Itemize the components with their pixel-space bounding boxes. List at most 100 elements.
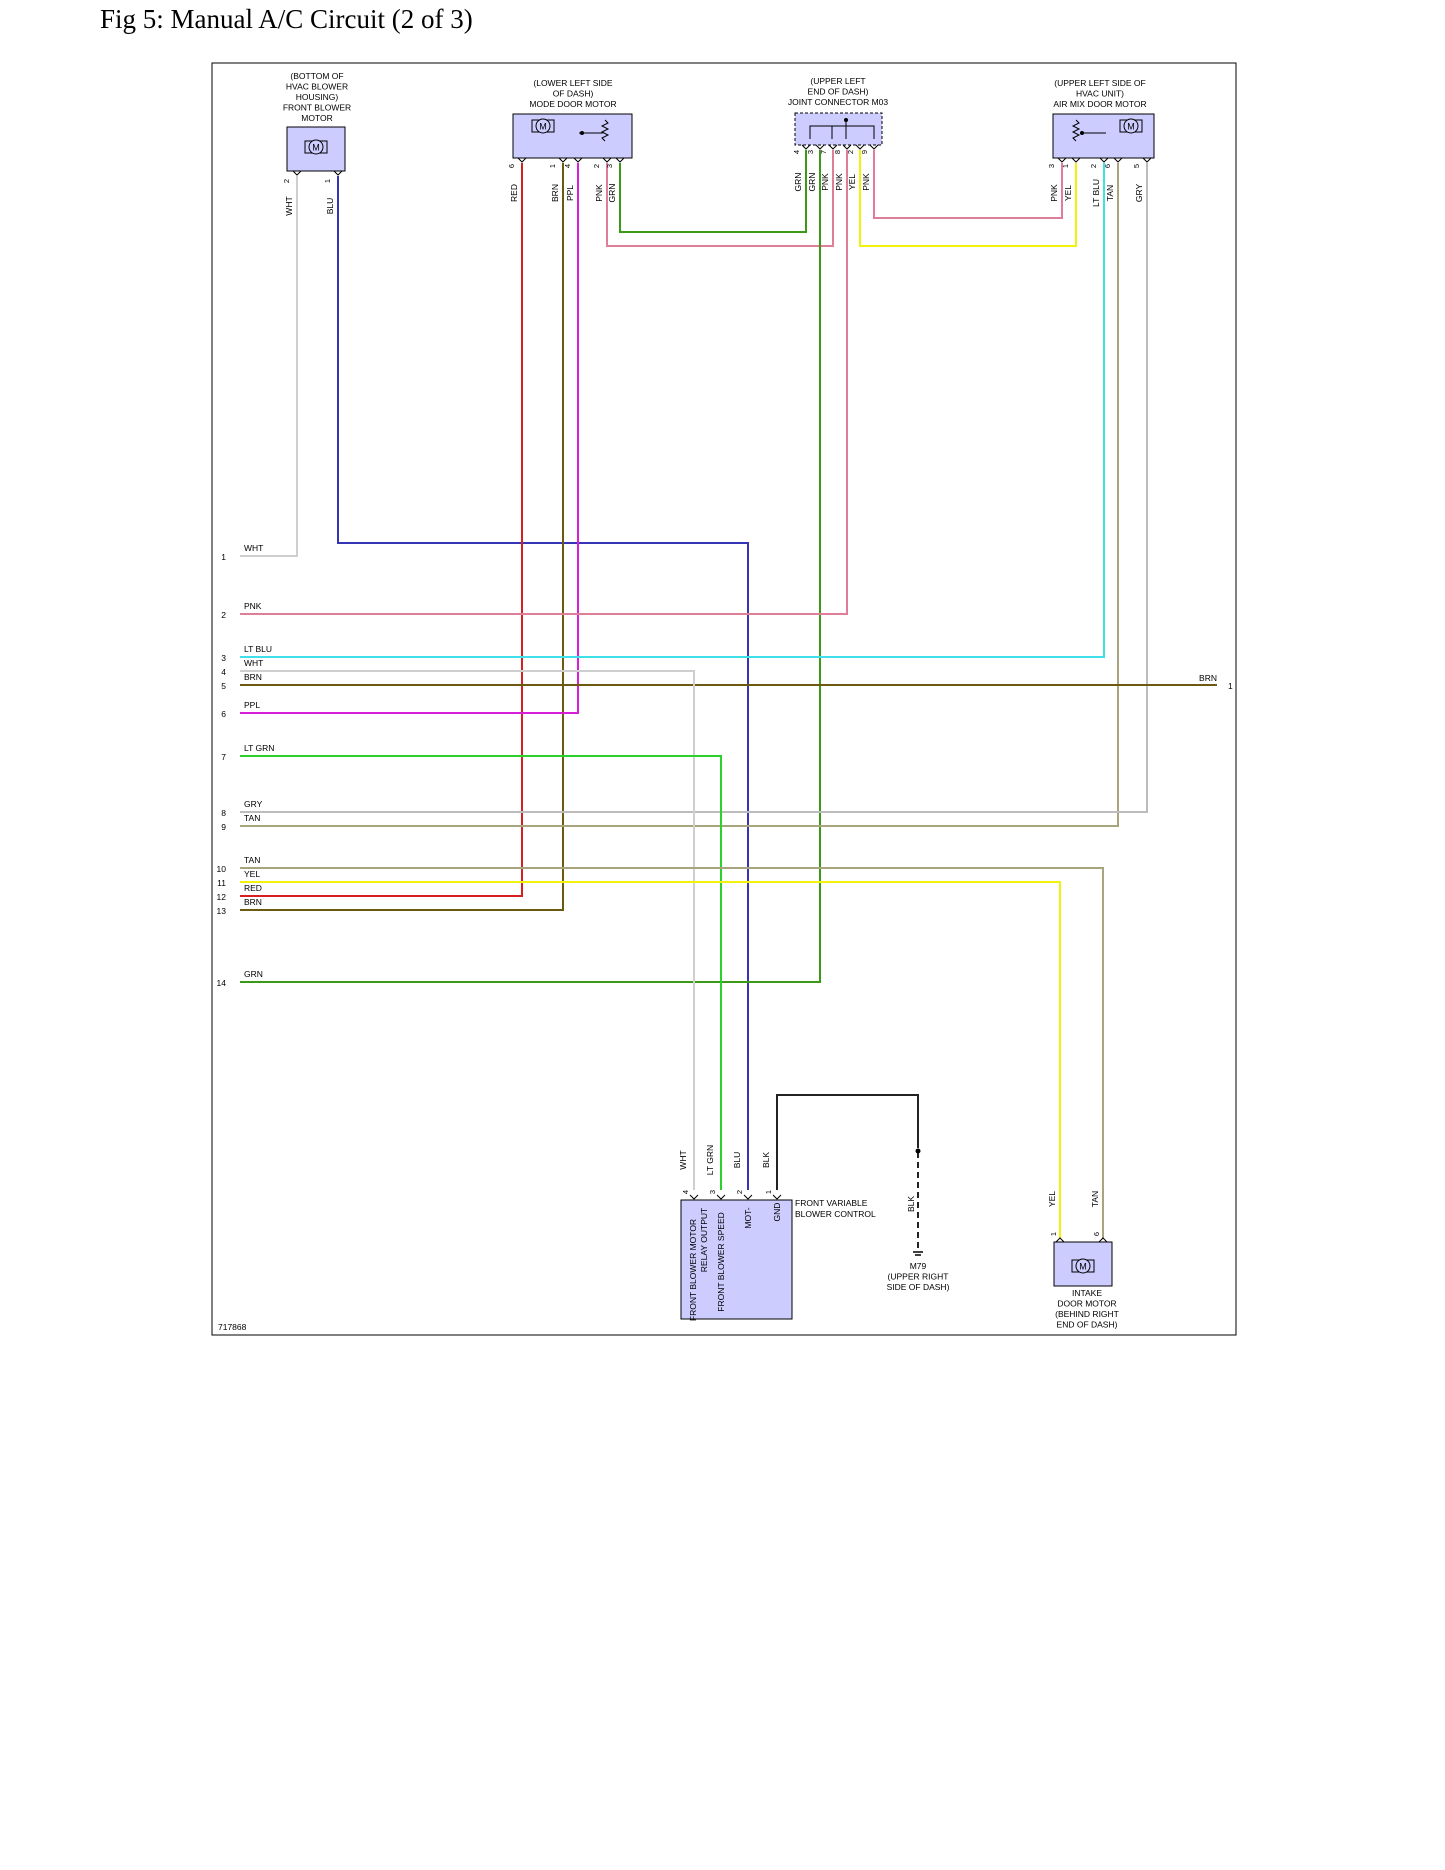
front-blower-motor-label: HOUSING) (296, 92, 339, 102)
wire-pnk-mode (606, 150, 834, 247)
left-connector-wire-label: BRN (244, 897, 262, 907)
motor-letter: M (1079, 1262, 1087, 1272)
wire-tan-pin10 (240, 867, 1104, 1238)
intake-door-motor-wire-label: TAN (1090, 1191, 1100, 1207)
blower-control-wire-label: BLK (761, 1152, 771, 1168)
mode-door-motor-wire-label: BRN (550, 184, 560, 202)
wire-ppl-pin6 (240, 163, 579, 714)
blower-control-pin (689, 1194, 699, 1200)
left-connector-pin-number: 5 (221, 681, 226, 691)
mode-door-motor-wire-label: PPL (565, 185, 575, 201)
left-connector-wire-label: LT GRN (244, 743, 274, 753)
motor-icon (1123, 118, 1139, 134)
left-connector-pin-number: 14 (217, 978, 227, 988)
front-blower-motor-label: MOTOR (301, 113, 332, 123)
air-mix-door-motor-pin (1071, 157, 1081, 163)
wire-grn-mode (619, 150, 807, 233)
joint-connector-label: END OF DASH) (808, 87, 869, 97)
wires (240, 150, 1217, 1249)
joint-connector-wire-label: YEL (847, 174, 857, 190)
mode-door-motor-wire-label: GRN (607, 184, 617, 203)
wire-ltblu-pin3 (240, 163, 1105, 658)
motor-icon (1075, 1258, 1091, 1274)
joint-connector-wire-label: GRN (793, 173, 803, 192)
mode-door-motor-pin (602, 157, 612, 163)
mode-door-motor-pin (573, 157, 583, 163)
air-mix-door-motor-resistor (1071, 119, 1081, 142)
mode-door-motor-symbol: M (531, 118, 555, 134)
left-connector-pin-number: 4 (221, 667, 226, 677)
wire-gry-pin8 (240, 163, 1148, 813)
wire-grn-pin14 (240, 150, 821, 983)
left-connector-pin-number: 3 (221, 653, 226, 663)
ground-label: SIDE OF DASH) (887, 1282, 950, 1292)
motor-icon (308, 139, 324, 155)
left-connector-wire-label: TAN (244, 855, 260, 865)
wire-pnk-pin2 (240, 150, 848, 615)
intake-door-motor-label: INTAKE (1072, 1288, 1102, 1298)
wire-yel-airmix (859, 150, 1077, 247)
mode-door-motor-wire-label: RED (509, 184, 519, 202)
air-mix-door-motor-wire-label: YEL (1063, 185, 1073, 201)
blower-control-pin-number: 1 (764, 1190, 773, 1194)
wire-wht-pin4 (240, 670, 695, 1190)
air-mix-door-motor-pin-number: 2 (1089, 164, 1098, 168)
joint-connector-wire-label: PNK (861, 173, 871, 191)
left-connector-pin-number: 11 (217, 878, 226, 888)
mode-door-motor-pin (558, 157, 568, 163)
front-blower-motor-pin-number: 2 (282, 179, 291, 183)
left-connector-wire-label: GRN (244, 969, 263, 979)
blower-control-pin-number: 3 (708, 1190, 717, 1194)
left-connector-wire-label: PPL (244, 700, 260, 710)
mode-door-motor-wire-label: PNK (594, 184, 604, 202)
air-mix-door-motor-pin-number: 3 (1047, 164, 1056, 168)
right-connector-wire-label: BRN (1199, 673, 1217, 683)
air-mix-door-motor-label: AIR MIX DOOR MOTOR (1053, 99, 1146, 109)
air-mix-door-motor-symbol: M (1119, 118, 1143, 134)
mode-door-motor-resistor (600, 119, 610, 142)
mode-door-motor-label: MODE DOOR MOTOR (529, 99, 616, 109)
joint-connector-node (844, 118, 848, 122)
joint-connector-bus (809, 125, 875, 139)
wire-brn-pin13 (240, 163, 564, 911)
blower-control-label: FRONT VARIABLE (795, 1198, 868, 1208)
front-blower-motor-wire-label: BLU (325, 198, 335, 215)
blower-control-box (680, 1199, 793, 1320)
front-blower-motor-label: HVAC BLOWER (286, 82, 348, 92)
left-connector-pin-number: 2 (221, 610, 226, 620)
air-mix-door-motor-pin-number: 6 (1103, 164, 1112, 168)
joint-connector-pin (855, 144, 865, 150)
left-connector-wire-label: BRN (244, 672, 262, 682)
blower-control-wire-label: LT GRN (705, 1145, 715, 1175)
air-mix-door-motor-label: HVAC UNIT) (1076, 89, 1124, 99)
joint-connector-pin-number: 7 (819, 150, 828, 154)
intake-door-motor-symbol: M (1071, 1258, 1095, 1274)
mode-door-motor-pin (517, 157, 527, 163)
ground-label: (UPPER RIGHT (888, 1272, 949, 1282)
mode-door-motor-pin-number: 3 (605, 164, 614, 168)
left-connector-pin-number: 12 (217, 892, 227, 902)
front-blower-motor-label: FRONT BLOWER (283, 103, 351, 113)
mode-door-motor-pin-number: 6 (507, 164, 516, 168)
motor-icon (535, 118, 551, 134)
air-mix-door-motor-wire-label: GRY (1134, 184, 1144, 203)
blower-control-pin (743, 1194, 753, 1200)
intake-door-motor-pin-number: 1 (1049, 1232, 1058, 1236)
blower-control-pin-number: 4 (681, 1190, 690, 1194)
figure-id: 717868 (218, 1322, 247, 1332)
blower-control-pin-label: RELAY OUTPUT (699, 1208, 709, 1272)
wire-blk-gnd (776, 1094, 919, 1190)
intake-door-motor-pin (1055, 1237, 1065, 1243)
left-connector-wire-label: TAN (244, 813, 260, 823)
joint-connector-pin (815, 144, 825, 150)
right-connector-pin-number: 1 (1228, 681, 1233, 691)
intake-door-motor-label: DOOR MOTOR (1057, 1299, 1116, 1309)
joint-connector-wire-label: GRN (807, 173, 817, 192)
wire-red-pin12 (240, 163, 523, 897)
left-connector-wire-label: LT BLU (244, 644, 272, 654)
motor-letter: M (1127, 122, 1135, 132)
front-blower-motor-pin-number: 1 (323, 179, 332, 183)
joint-connector-label: JOINT CONNECTOR M03 (788, 97, 889, 107)
